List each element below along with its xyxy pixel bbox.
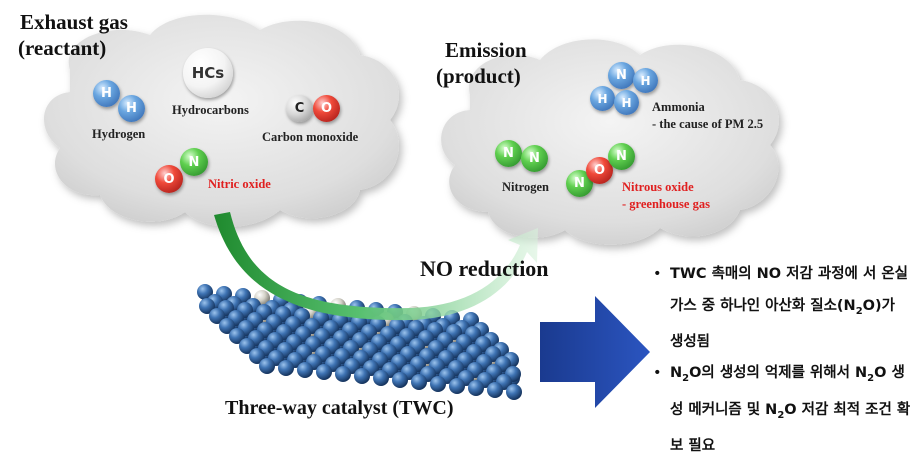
- no-label: Nitric oxide: [208, 177, 271, 191]
- nitrogen-label: Nitrogen: [502, 180, 549, 194]
- ammonia-hydrogen-atom-2: H: [590, 86, 615, 111]
- catalyst-label: Three-way catalyst (TWC): [225, 397, 454, 419]
- catalyst-support-sphere: [335, 366, 351, 382]
- catalyst-support-sphere: [278, 360, 294, 376]
- catalyst-support-sphere: [373, 370, 389, 386]
- catalyst-support-sphere: [239, 338, 255, 354]
- catalyst-support-sphere: [209, 308, 225, 324]
- catalyst-support-sphere: [487, 382, 503, 398]
- hydrogen-atom-2: H: [118, 95, 145, 122]
- catalyst-support-sphere: [449, 378, 465, 394]
- hydrocarbons-label: Hydrocarbons: [172, 103, 249, 117]
- catalyst-support-sphere: [259, 358, 275, 374]
- note-text: O)가 생성됨: [670, 297, 895, 350]
- catalyst-support-sphere: [197, 284, 213, 300]
- ammonia-label-line2: - the cause of PM 2.5: [652, 117, 764, 131]
- catalyst-support-sphere: [316, 364, 332, 380]
- note-text: O 저감 최적 조건 확보 필요: [670, 401, 911, 455]
- catalyst-support-sphere: [219, 318, 235, 334]
- reactant-title-line2: (reactant): [18, 36, 107, 60]
- no-oxygen-atom: O: [155, 165, 183, 193]
- co-label: Carbon monoxide: [262, 130, 359, 144]
- note-subscript: 2: [682, 373, 690, 385]
- hydrogen-label: Hydrogen: [92, 127, 146, 141]
- hydrogen-atom-1: H: [93, 80, 120, 107]
- note-subscript: 2: [855, 305, 863, 317]
- hydrocarbons-atom: HCs: [183, 48, 233, 98]
- ammonia-label-line1: Ammonia: [652, 100, 705, 114]
- note-text: O의 생성의 억제를 위해서 N: [689, 365, 868, 382]
- catalyst-support-sphere: [430, 376, 446, 392]
- note-subscript: 2: [777, 409, 785, 421]
- catalyst-support-sphere: [229, 328, 245, 344]
- carbon-atom: C: [286, 95, 313, 122]
- note-text: TWC 촉매의 NO 저감 과정에 서 온실가스 중 하나인 아산화 질소(N: [670, 266, 909, 314]
- note-item: TWC 촉매의 NO 저감 과정에 서 온실가스 중 하나인 아산화 질소(N2…: [650, 259, 912, 358]
- nitrogen-atom-1: N: [495, 140, 522, 167]
- no-nitrogen-atom: N: [180, 148, 208, 176]
- note-item: N2O의 생성의 억제를 위해서 N2O 생성 메커니즘 및 N2O 저감 최적…: [650, 358, 912, 462]
- ammonia-hydrogen-atom-1: H: [633, 68, 658, 93]
- n2o-label-line2: - greenhouse gas: [622, 197, 710, 211]
- note-text: O 생성 메커니즘 및 N: [670, 365, 905, 418]
- notes-list: TWC 촉매의 NO 저감 과정에 서 온실가스 중 하나인 아산화 질소(N2…: [650, 259, 912, 463]
- ammonia-hydrogen-atom-3: H: [614, 90, 639, 115]
- note-text: N: [670, 365, 683, 382]
- catalyst-support-sphere: [392, 372, 408, 388]
- catalyst-support-sphere: [468, 380, 484, 396]
- catalyst-support-sphere: [297, 362, 313, 378]
- co-oxygen-atom: O: [313, 95, 340, 122]
- reactant-title-line1: Exhaust gas: [20, 10, 128, 34]
- note-subscript: 2: [867, 373, 875, 385]
- product-cloud: [441, 39, 779, 245]
- catalyst-support-sphere: [199, 298, 215, 314]
- reactant-cloud: [43, 14, 399, 227]
- reaction-arrow: [214, 212, 538, 321]
- product-title-line1: Emission: [445, 38, 527, 62]
- product-title-line2: (product): [436, 64, 521, 88]
- output-arrow: [540, 296, 650, 408]
- catalyst-support-sphere: [506, 384, 522, 400]
- process-label: NO reduction: [420, 256, 549, 281]
- catalyst-support-sphere: [411, 374, 427, 390]
- catalyst-support-sphere: [354, 368, 370, 384]
- catalyst-support-sphere: [249, 348, 265, 364]
- n2o-label-line1: Nitrous oxide: [622, 180, 694, 194]
- ammonia-nitrogen-atom: N: [608, 62, 635, 89]
- n2o-nitrogen-atom-2: N: [608, 143, 635, 170]
- nitrogen-atom-2: N: [521, 145, 548, 172]
